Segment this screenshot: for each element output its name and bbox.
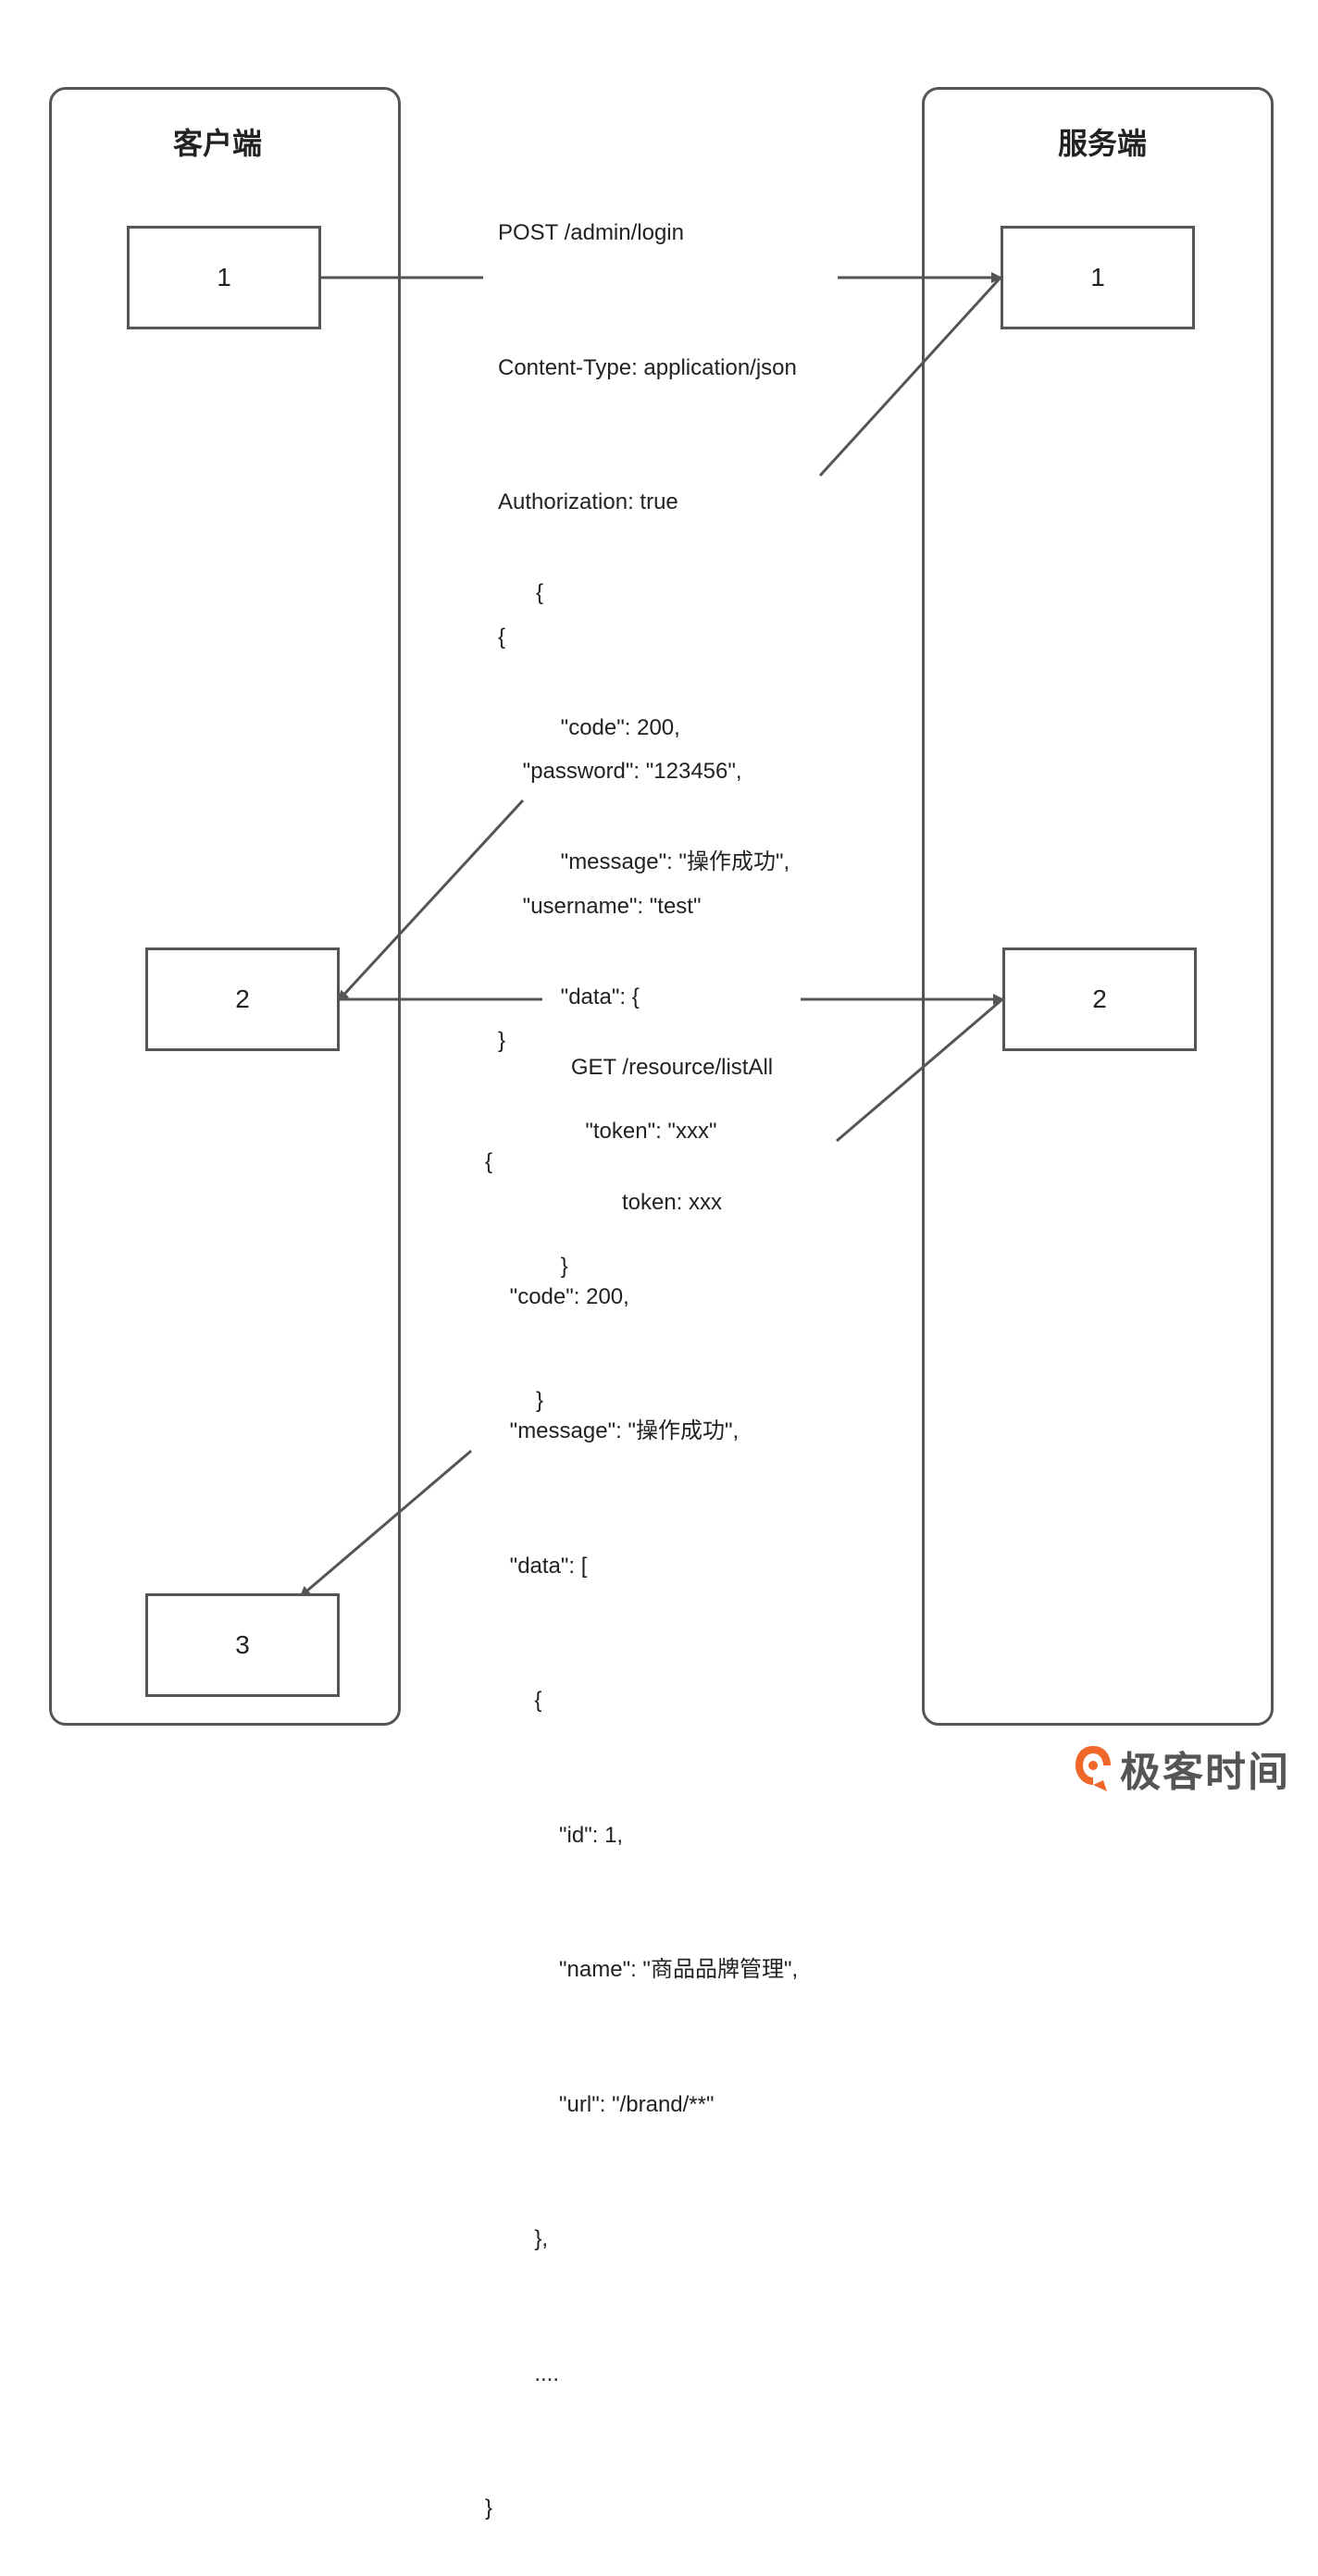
login-response-line-3: "data": { (536, 984, 640, 1009)
login-request-text: POST /admin/login Content-Type: applicat… (498, 121, 797, 1108)
connector-layer (299, 272, 1004, 1598)
list-response-line-2: "message": "操作成功", (485, 1418, 740, 1443)
client-lane (49, 87, 401, 1726)
server-step-1-label: 1 (1090, 263, 1105, 291)
list-response-line-6: "name": "商品品牌管理", (485, 1957, 799, 1982)
client-step-3-label: 3 (235, 1630, 250, 1659)
brand-logo: 极客时间 (1072, 1739, 1290, 1798)
list-response-line-start (836, 997, 1003, 1143)
list-response-line-3: "data": [ (485, 1553, 588, 1579)
login-request-line-4: "password": "123456", (498, 759, 742, 784)
client-step-2: 2 (145, 947, 340, 1051)
list-response-line-5: "id": 1, (485, 1822, 624, 1848)
login-response-line-0: { (536, 580, 544, 605)
list-response-line-9: .... (485, 2360, 560, 2386)
login-response-line-4: "token": "xxx" (536, 1119, 717, 1144)
login-response-line-1: "code": 200, (536, 714, 680, 740)
list-response-text: { "code": 200, "message": "操作成功", "data"… (485, 1050, 798, 2576)
list-request-line-1: token: xxx (621, 1189, 723, 1215)
list-response-arrow (299, 1449, 472, 1598)
list-response-line-0: { (485, 1149, 493, 1174)
list-response-line-8: }, (485, 2226, 549, 2251)
client-lane-title: 客户端 (172, 127, 263, 160)
list-response-line-10: } (485, 2496, 493, 2520)
login-request-line-0: POST /admin/login (498, 220, 684, 245)
client-step-1-label: 1 (217, 263, 231, 291)
login-request-line-1: Content-Type: application/json (498, 354, 797, 380)
brand-logo-text: 极客时间 (1120, 1750, 1290, 1795)
geektime-logo-icon (1076, 1746, 1111, 1791)
list-request-text: GET /resource/listAll token: xxx (552, 956, 792, 1270)
list-request-line-0: GET /resource/listAll (570, 1055, 774, 1080)
client-step-2-label: 2 (235, 985, 250, 1013)
login-request-line-3: { (498, 624, 506, 650)
list-response-line-7: "url": "/brand/**" (485, 2091, 715, 2117)
list-response-line-4: { (485, 1688, 542, 1713)
server-step-2: 2 (1002, 947, 1197, 1051)
login-response-text: { "code": 200, "message": "操作成功", "data"… (536, 481, 790, 1468)
login-response-line-start (818, 276, 1002, 477)
server-lane-title: 服务端 (1057, 127, 1148, 160)
login-response-arrow (337, 799, 525, 1002)
login-request-line-2: Authorization: true (498, 489, 678, 514)
server-step-1: 1 (1001, 226, 1195, 329)
login-request-line-5: "username": "test" (498, 893, 702, 919)
login-request-line-6: } (498, 1028, 506, 1053)
list-response-line-1: "code": 200, (485, 1283, 629, 1309)
client-step-3: 3 (145, 1593, 340, 1697)
server-step-2-label: 2 (1092, 985, 1107, 1013)
client-step-1: 1 (127, 226, 321, 329)
server-lane (922, 87, 1274, 1726)
login-response-line-6: } (536, 1388, 544, 1413)
login-response-line-2: "message": "操作成功", (536, 849, 790, 874)
login-response-line-5: } (536, 1253, 568, 1279)
